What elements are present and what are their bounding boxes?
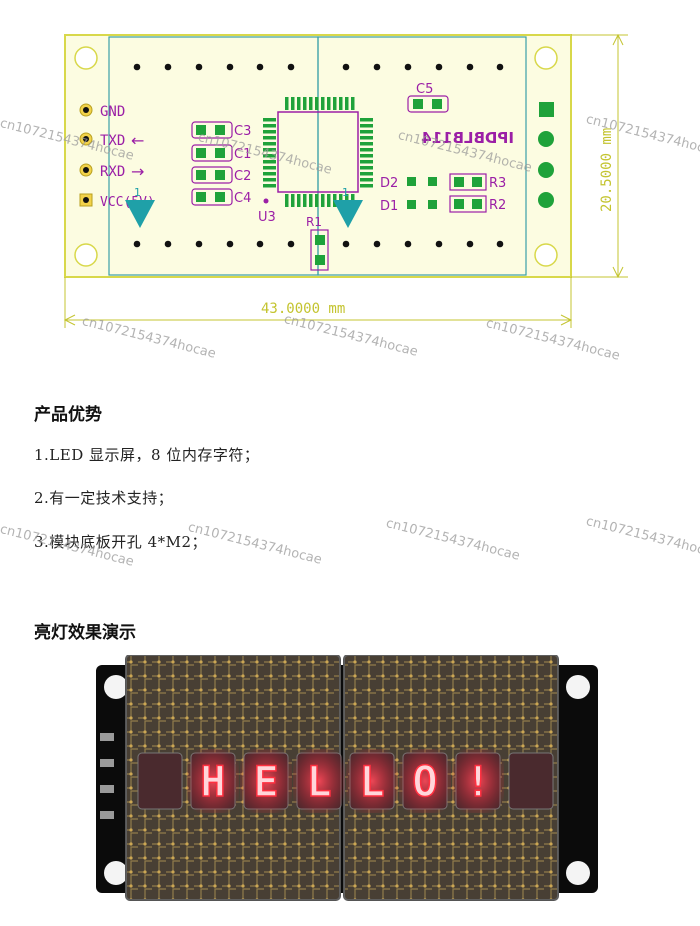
label-r2: R2 — [489, 198, 506, 213]
label-c1: C1 — [234, 147, 251, 162]
label-d1: D1 — [380, 199, 398, 214]
dimension-height — [571, 33, 628, 279]
pcb-layout-diagram: GND TXD ← RXD → VCC(5V) C3 C1 C2 C4 U3 1… — [63, 33, 628, 328]
mount-hole — [534, 243, 558, 267]
pin-label-gnd: GND — [100, 104, 125, 120]
label-c3: C3 — [234, 124, 251, 139]
label-d2: D2 — [380, 176, 398, 191]
label-c5: C5 — [416, 82, 433, 97]
chip-u3 — [263, 97, 373, 207]
pin1-marker-right — [333, 200, 363, 228]
watermark: cn1072154374hocae — [384, 516, 522, 564]
resistor-r3 — [449, 173, 487, 191]
mount-hole — [104, 675, 128, 699]
advantages-heading: 产品优势 — [34, 405, 102, 425]
label-r1: R1 — [306, 215, 322, 229]
label-c2: C2 — [234, 169, 251, 184]
mount-hole — [566, 675, 590, 699]
connector-pads-right — [538, 102, 554, 208]
digit-window — [137, 752, 183, 810]
label-u3: U3 — [258, 210, 276, 225]
pin1-marker-left — [125, 200, 155, 228]
board-name: IPDBLB114 — [421, 129, 514, 147]
digit-char: ! — [465, 757, 490, 806]
pin1-label-left: 1 — [134, 186, 141, 199]
digit-char: O — [412, 757, 437, 806]
digit-char: L — [306, 757, 331, 806]
resistor-r1 — [310, 229, 329, 271]
arrow-left-icon: ← — [131, 131, 144, 150]
dimension-height-label: 20.5000 mm — [599, 128, 615, 212]
resistor-r2 — [449, 195, 487, 213]
dimension-width — [63, 277, 573, 328]
digit-glow — [346, 749, 398, 813]
header-pins-top — [133, 63, 504, 71]
pin1-label-right: 1 — [342, 186, 349, 199]
arrow-right-icon: → — [131, 162, 144, 181]
mount-hole — [566, 861, 590, 885]
mount-hole — [74, 46, 98, 70]
pin1-dot — [263, 198, 269, 204]
digit-glow — [240, 749, 292, 813]
watermark: cn1072154374hocae — [584, 514, 700, 562]
label-c4: C4 — [234, 191, 251, 206]
digit-glow — [187, 749, 239, 813]
mount-hole — [534, 46, 558, 70]
module-outline-right — [317, 36, 527, 276]
digit-char: L — [359, 757, 384, 806]
pin-label-rxd: RXD — [100, 164, 125, 180]
digit-glow — [452, 749, 504, 813]
capacitor-pads-left — [191, 121, 233, 206]
pin-label-txd: TXD — [100, 133, 125, 149]
dimension-width-label: 43.0000 mm — [261, 301, 345, 317]
label-r3: R3 — [489, 176, 506, 191]
digit-glow — [293, 749, 345, 813]
digit-glow — [399, 749, 451, 813]
digit-char: H — [200, 757, 225, 806]
digit-char: E — [253, 757, 278, 806]
side-pins — [100, 733, 114, 819]
digit-window — [508, 752, 554, 810]
mount-hole — [74, 243, 98, 267]
demo-heading: 亮灯效果演示 — [34, 623, 136, 643]
advantage-item: 1.LED 显示屏，8 位内存字符； — [34, 446, 260, 464]
header-pins-bottom — [133, 240, 504, 248]
capacitor-c5 — [407, 95, 449, 113]
connector-pads-left — [79, 103, 93, 207]
mount-hole — [104, 861, 128, 885]
advantage-item: 2.有一定技术支持； — [34, 489, 174, 507]
advantage-item: 3.模块底板开孔 4*M2； — [34, 533, 208, 551]
